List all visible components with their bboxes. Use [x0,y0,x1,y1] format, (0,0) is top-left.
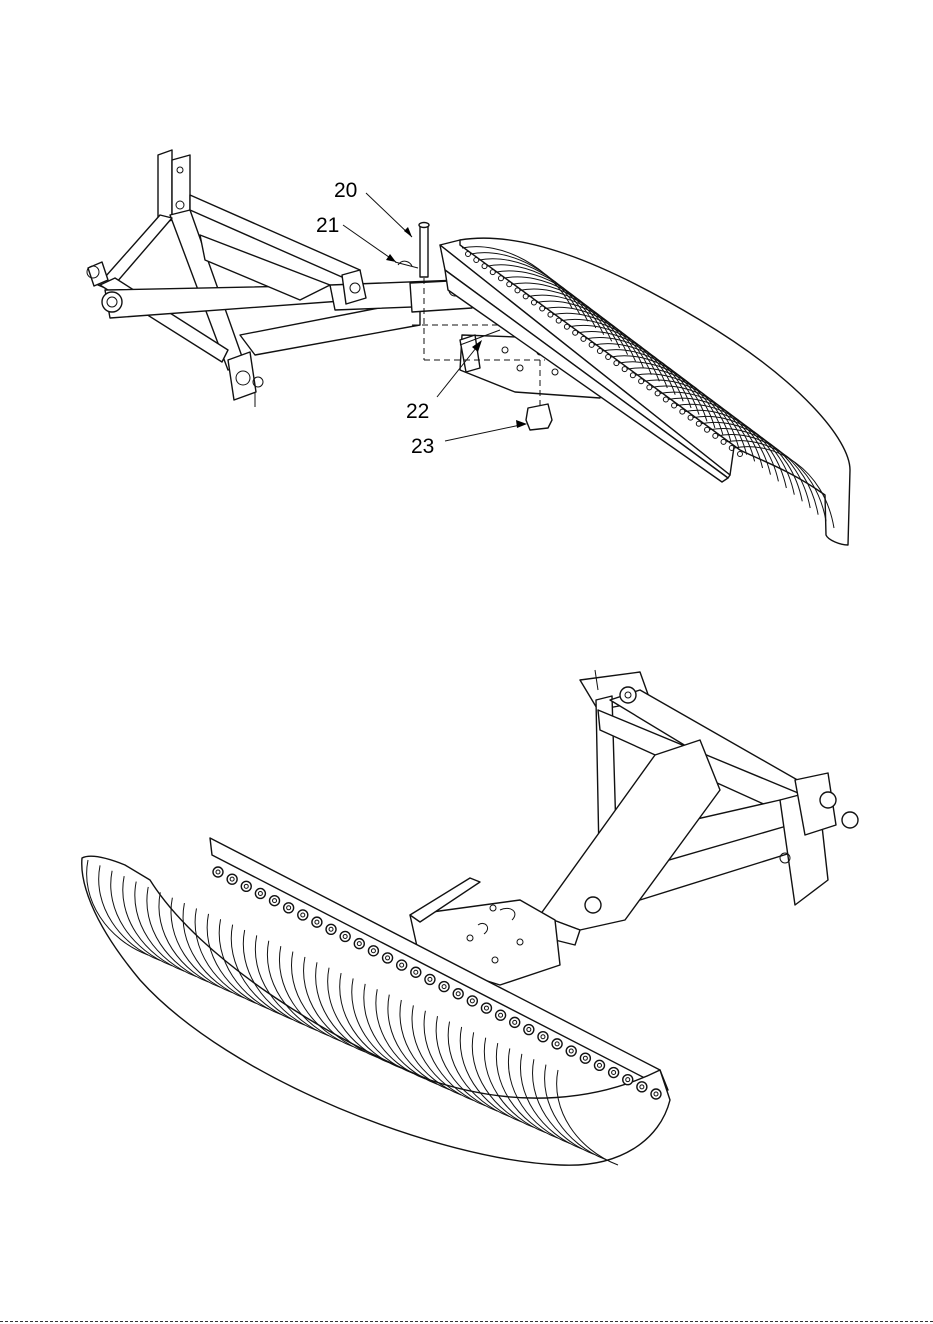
callout-22: 22 [406,400,429,423]
bolt [496,1010,506,1020]
bolt [580,1053,590,1063]
bolt [538,1032,548,1042]
bolt [651,1089,661,1099]
bolt [213,867,223,877]
bolt [552,1039,562,1049]
page-edge-rule [0,1321,933,1322]
bolt [255,888,265,898]
bolt [354,939,364,949]
bolt [298,910,308,920]
clip-part-21 [395,261,418,268]
bolt [481,1003,491,1013]
bolt [227,874,237,884]
bolt [368,946,378,956]
bolt [284,903,294,913]
bolt [312,917,322,927]
bolt [425,974,435,984]
tine-bolt [738,452,743,457]
bolt [270,896,280,906]
bolt [383,953,393,963]
bolt [397,960,407,970]
bolt [623,1075,633,1085]
hitch-frame-assembled [535,670,858,945]
pin-part-20 [420,225,428,277]
bolt [637,1082,647,1092]
assembled-view-figure [82,670,858,1165]
bolt [594,1060,604,1070]
bolt [326,924,336,934]
bolt [510,1017,520,1027]
callout-20: 20 [334,179,357,202]
callout-21: 21 [316,214,339,237]
bolt [411,967,421,977]
bolt [439,982,449,992]
bolt [340,931,350,941]
exploded-view-figure: 20 21 22 23 [87,150,850,545]
bolt [453,989,463,999]
nut-part-23 [526,404,552,430]
rake-bar-top [440,238,850,545]
callout-23: 23 [411,435,434,458]
bolt [467,996,477,1006]
bolt [524,1025,534,1035]
hitch-frame [87,150,472,407]
bolt [609,1068,619,1078]
bolt [241,881,251,891]
bolt [566,1046,576,1056]
